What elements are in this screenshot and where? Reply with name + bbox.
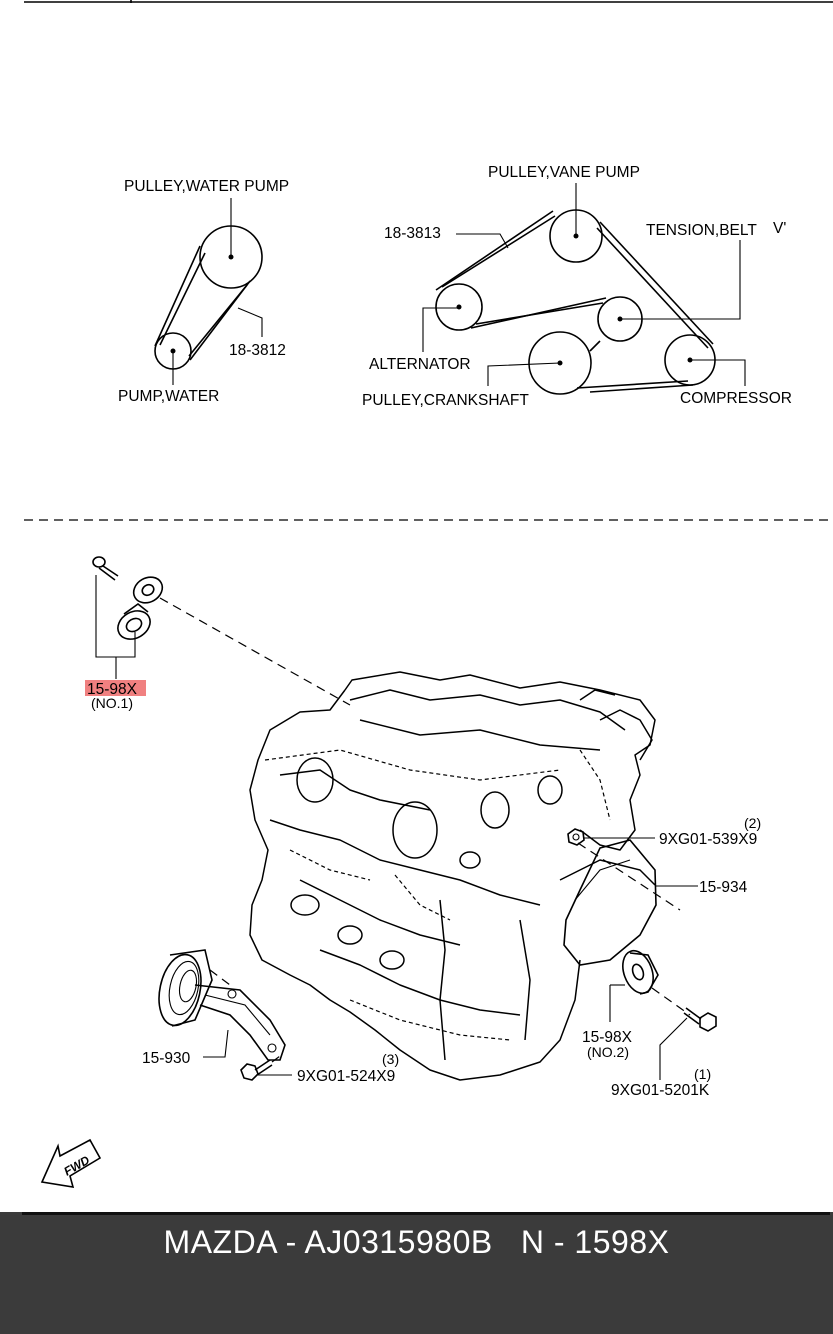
tensioner-15-930: 15-930 (142, 949, 286, 1067)
label-idler-no1-note: (NO.1) (91, 695, 133, 711)
label-bolt-lower-left-part[interactable]: 9XG01-524X9 (297, 1068, 395, 1085)
parts-diagram: PULLEY,WATER PUMP 18-3812 PUMP,WATER PUL… (24, 0, 833, 1188)
part-highlight-15-98x-no1 (85, 680, 146, 696)
exploded-view: 15-98X (NO.1) (40, 556, 761, 1188)
label-bolt-lower-right-index: (1) (694, 1066, 711, 1082)
label-bolt-lower-left-index: (3) (382, 1051, 399, 1067)
label-pump-water: PUMP,WATER (118, 388, 219, 405)
label-bolt-upper-index: (2) (744, 815, 761, 831)
belt-diagram-serpentine: PULLEY,VANE PUMP 18-3813 TENSION,BELT V'… (362, 164, 792, 409)
label-alternator: ALTERNATOR (369, 356, 471, 373)
bolt-lower-left: (3) 9XG01-524X9 (240, 1051, 399, 1085)
label-bolt-upper-part[interactable]: 9XG01-539X9 (659, 831, 757, 848)
label-pulley-vane-pump: PULLEY,VANE PUMP (488, 164, 640, 181)
idler-pulley-no1: 15-98X (NO.1) (85, 556, 351, 711)
fwd-arrow-icon: FWD (40, 1138, 102, 1188)
label-idler-no1-part[interactable]: 15-98X (87, 681, 138, 698)
crankshaft-pulley (528, 331, 592, 395)
label-idler-no2-note: (NO.2) (587, 1044, 629, 1060)
label-tensioner-part[interactable]: 15-930 (142, 1050, 191, 1067)
part-number-title: MAZDA - AJ0315980B N - 1598X (163, 1224, 670, 1260)
label-belt-18-3813: 18-3813 (384, 225, 441, 242)
belt-diagram-water-pump: PULLEY,WATER PUMP 18-3812 PUMP,WATER (118, 178, 289, 405)
bolt-lower-right: (1) 9XG01-5201K (611, 1007, 717, 1099)
bolt-upper: (2) 9XG01-539X9 (567, 815, 761, 911)
footer-bar: MAZDA - AJ0315980B N - 1598X (0, 1212, 833, 1334)
fwd-label: FWD (61, 1153, 92, 1179)
label-bolt-lower-right-part[interactable]: 9XG01-5201K (611, 1082, 710, 1099)
label-pulley-water-pump: PULLEY,WATER PUMP (124, 178, 289, 195)
engine-block (249, 671, 656, 1081)
idler-pulley-no2: 15-98X (NO.2) (582, 949, 691, 1060)
label-tension-belt-suffix: V' (773, 220, 786, 237)
label-compressor: COMPRESSOR (680, 390, 792, 407)
label-tension-belt: TENSION,BELT (646, 222, 757, 239)
label-pulley-crankshaft: PULLEY,CRANKSHAFT (362, 392, 529, 409)
belt-cover-15-934: 15-934 (563, 839, 748, 966)
footer-top-rule (22, 1212, 830, 1215)
label-belt-18-3812: 18-3812 (229, 342, 286, 359)
label-cover-part[interactable]: 15-934 (699, 879, 748, 896)
alternator-pulley (435, 283, 483, 331)
label-idler-no2-part[interactable]: 15-98X (582, 1029, 633, 1046)
